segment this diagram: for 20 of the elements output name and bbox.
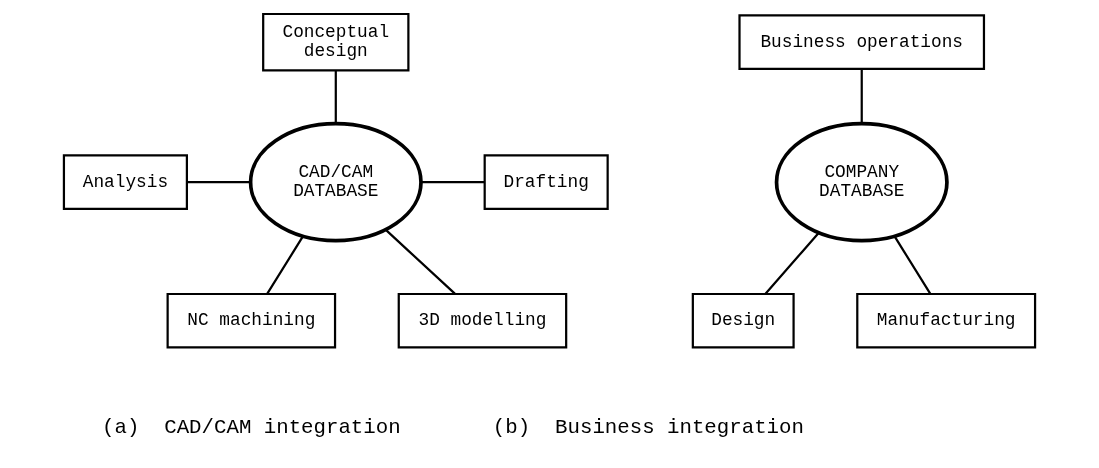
label: (a) CAD/CAM integration (102, 415, 401, 439)
connector (421, 181, 485, 184)
connector (893, 235, 932, 295)
node-box: Drafting (483, 154, 609, 210)
connector (385, 229, 456, 295)
connector (187, 181, 251, 184)
node-box: Analysis (62, 154, 188, 210)
connector (860, 69, 863, 124)
node-box: NC machining (166, 292, 337, 349)
node-box: Conceptual design (262, 12, 410, 72)
node-ellipse: CAD/CAM DATABASE (248, 121, 423, 243)
node-ellipse: COMPANY DATABASE (774, 121, 949, 243)
label: (b) Business integration (492, 415, 804, 439)
node-box: 3D modelling (397, 292, 568, 349)
node-box: Design (691, 292, 795, 349)
connector (266, 235, 304, 295)
node-box: Manufacturing (856, 292, 1037, 349)
node-box: Business operations (738, 14, 986, 70)
connector (764, 232, 820, 295)
connector (334, 70, 337, 124)
